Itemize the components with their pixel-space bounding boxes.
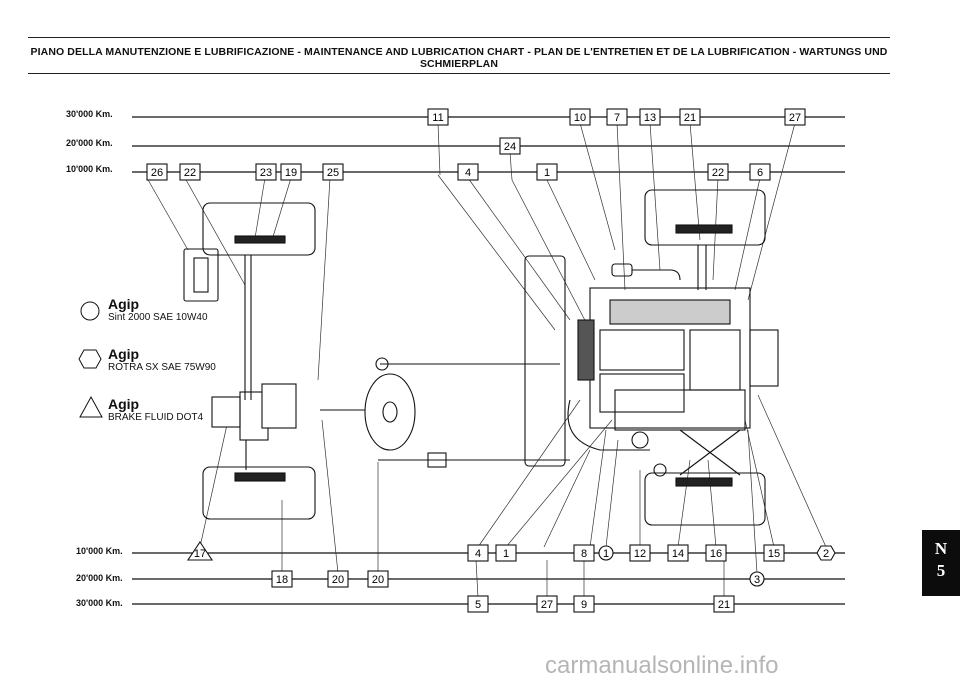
header-rule-bottom <box>28 73 890 74</box>
section-tab: N 5 <box>922 530 960 596</box>
point-label: 14 <box>672 548 684 560</box>
watermark: carmanualsonline.info <box>545 652 779 679</box>
section-letter: N <box>934 539 948 558</box>
point-box-top_10000-6 <box>536 163 558 181</box>
section-number: 5 <box>936 561 946 580</box>
point-box-bottom_10000-9 <box>816 545 836 561</box>
point-label: 16 <box>710 548 722 560</box>
point-label: 7 <box>614 112 620 124</box>
point-label: 20 <box>332 574 344 586</box>
point-label: 22 <box>184 167 196 179</box>
point-label: 26 <box>151 167 163 179</box>
point-box-bottom_10000-8 <box>763 544 785 562</box>
point-box-top_10000-0 <box>146 163 168 181</box>
point-label: 4 <box>465 167 471 179</box>
point-box-bottom_10000-5 <box>629 544 651 562</box>
point-box-top_20000-0 <box>499 137 521 155</box>
point-box-top_10000-3 <box>280 163 302 181</box>
point-label: 22 <box>712 167 724 179</box>
point-label: 10 <box>574 112 586 124</box>
point-box-top_30000-3 <box>639 108 661 126</box>
point-label: 6 <box>757 167 763 179</box>
point-box-bottom_10000-3 <box>573 544 595 562</box>
point-box-bottom_10000-0 <box>186 541 214 561</box>
point-label: 8 <box>581 548 587 560</box>
km-label-bottom-10000: 10'000 Km. <box>76 546 123 556</box>
point-label: 21 <box>684 112 696 124</box>
point-label: 11 <box>432 112 443 124</box>
point-box-bottom_30000-3 <box>713 595 735 613</box>
point-box-top_30000-4 <box>679 108 701 126</box>
page-title: PIANO DELLA MANUTENZIONE E LUBRIFICAZION… <box>30 46 888 70</box>
point-box-top_30000-5 <box>784 108 806 126</box>
point-box-bottom_10000-4 <box>598 545 614 561</box>
point-box-bottom_30000-0 <box>467 595 489 613</box>
leader-lines <box>146 122 827 599</box>
point-label: 25 <box>327 167 339 179</box>
km-label-bottom-20000: 20'000 Km. <box>76 573 123 583</box>
point-box-bottom_30000-2 <box>573 595 595 613</box>
km-label-top-30000: 30'000 Km. <box>66 109 113 119</box>
point-box-top_10000-7 <box>707 163 729 181</box>
point-label: 3 <box>754 574 760 586</box>
legend-product: BRAKE FLUID DOT4 <box>108 412 204 423</box>
point-label: 4 <box>475 548 481 560</box>
circle-icon <box>80 301 100 321</box>
legend-brand: Agip <box>108 396 140 412</box>
point-box-top_10000-4 <box>322 163 344 181</box>
legend-item-brake-fluid: Agip BRAKE FLUID DOT4 <box>108 396 204 424</box>
point-label: 18 <box>276 574 288 586</box>
legend-product: Sint 2000 SAE 10W40 <box>108 312 208 323</box>
km-label-bottom-30000: 30'000 Km. <box>76 598 123 608</box>
point-label: 12 <box>634 548 646 560</box>
point-box-bottom_20000-3 <box>749 571 765 587</box>
point-label: 1 <box>503 548 509 560</box>
point-label: 21 <box>718 599 730 611</box>
point-label: 27 <box>789 112 801 124</box>
hexagon-icon <box>78 349 102 369</box>
point-box-bottom_10000-2 <box>495 544 517 562</box>
point-box-top_10000-5 <box>457 163 479 181</box>
point-label: 1 <box>544 167 550 179</box>
point-box-top_30000-1 <box>569 108 591 126</box>
point-label: 1 <box>603 548 609 560</box>
point-box-bottom_10000-1 <box>467 544 489 562</box>
point-box-top_10000-1 <box>179 163 201 181</box>
point-box-bottom_20000-1 <box>327 570 349 588</box>
legend-item-gear-oil: Agip ROTRA SX SAE 75W90 <box>108 346 216 374</box>
header-rule-top <box>28 37 890 38</box>
point-label: 19 <box>285 167 297 179</box>
point-label: 20 <box>372 574 384 586</box>
point-box-bottom_30000-1 <box>536 595 558 613</box>
point-label: 9 <box>581 599 587 611</box>
point-box-bottom_20000-2 <box>367 570 389 588</box>
point-box-top_10000-8 <box>749 163 771 181</box>
chassis-drawing <box>183 189 779 526</box>
point-label: 15 <box>768 548 780 560</box>
legend-brand: Agip <box>108 346 140 362</box>
legend-brand: Agip <box>108 296 140 312</box>
km-label-top-20000: 20'000 Km. <box>66 138 113 148</box>
point-box-top_30000-0 <box>427 108 449 126</box>
legend-item-engine-oil: Agip Sint 2000 SAE 10W40 <box>108 296 208 324</box>
point-box-bottom_20000-0 <box>271 570 293 588</box>
point-box-bottom_10000-6 <box>667 544 689 562</box>
point-label: 24 <box>504 141 516 153</box>
km-label-top-10000: 10'000 Km. <box>66 164 113 174</box>
point-label: 17 <box>194 548 206 560</box>
triangle-icon <box>79 395 103 418</box>
point-box-bottom_10000-7 <box>705 544 727 562</box>
point-label: 23 <box>260 167 272 179</box>
point-label: 2 <box>823 548 829 560</box>
point-box-top_30000-2 <box>606 108 628 126</box>
point-label: 5 <box>475 599 481 611</box>
legend-product: ROTRA SX SAE 75W90 <box>108 362 216 373</box>
point-label: 27 <box>541 599 553 611</box>
point-box-top_10000-2 <box>255 163 277 181</box>
point-label: 13 <box>644 112 656 124</box>
